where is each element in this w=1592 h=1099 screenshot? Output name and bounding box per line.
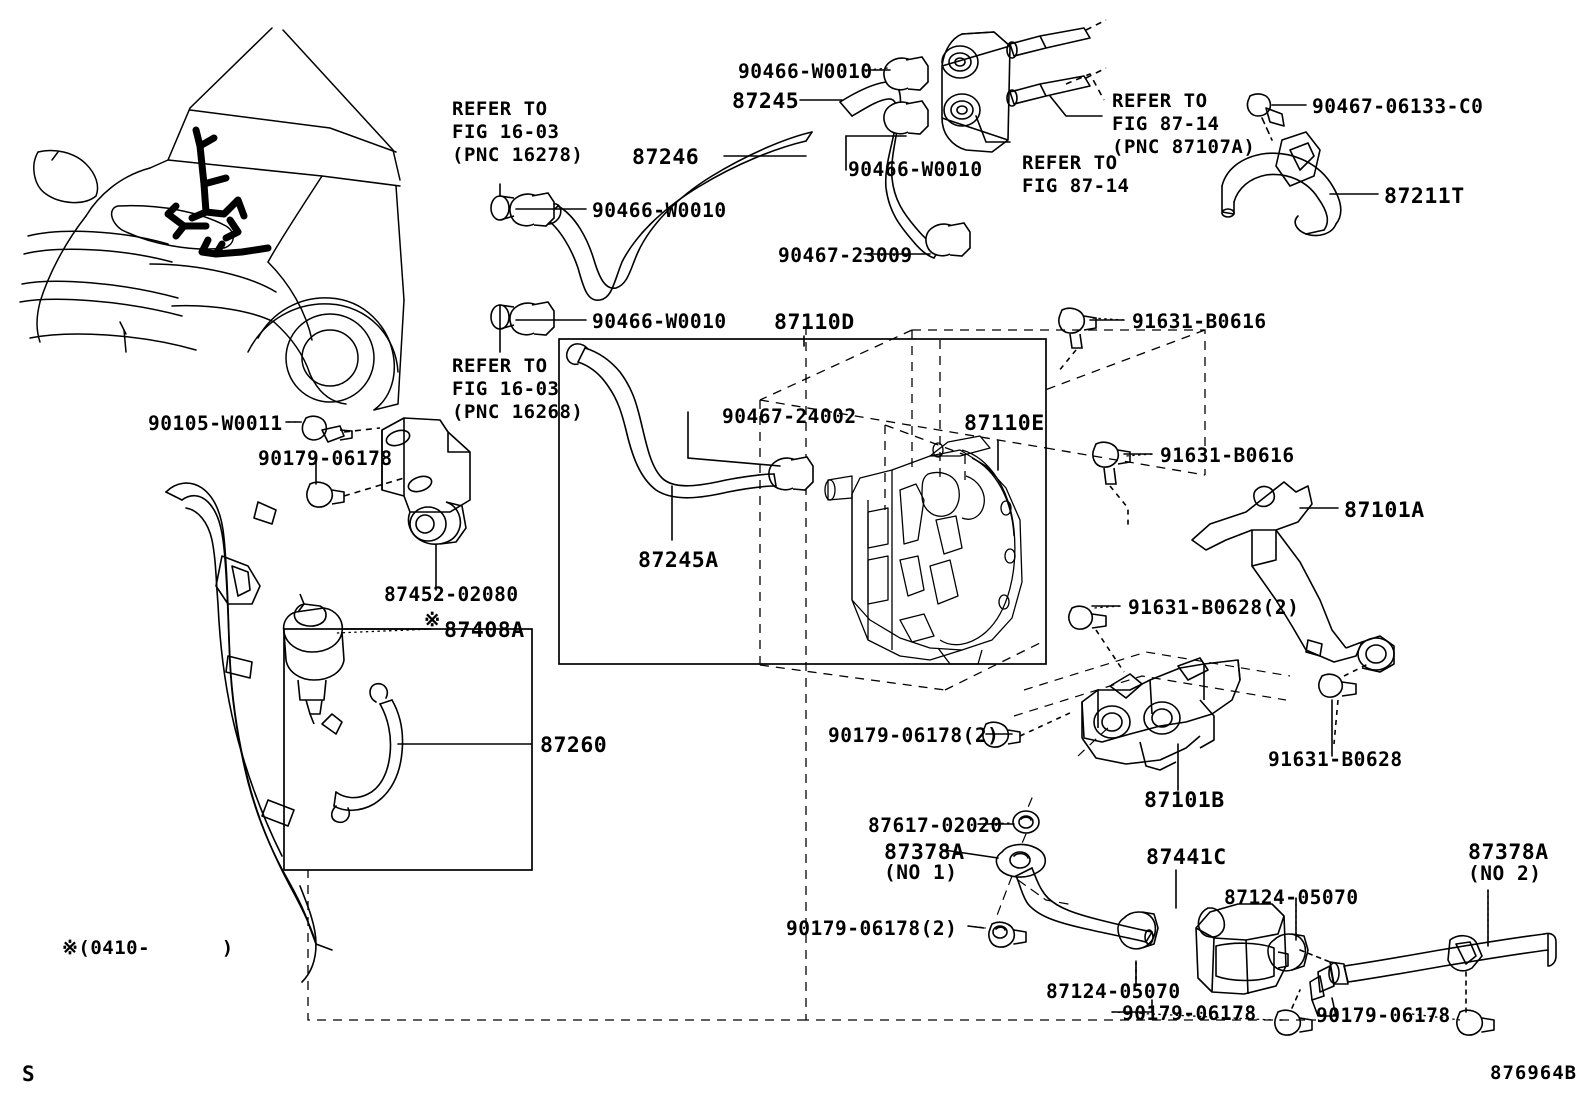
label-91631-b0616-top: 91631-B0616 <box>1132 310 1267 333</box>
pipe-87378a-no2 <box>1267 932 1557 1036</box>
label-91631-b0628-2: 91631-B0628(2) <box>1128 596 1300 619</box>
label-90179-06178-bl: 90179-06178 <box>1122 1002 1257 1025</box>
heater-unit-87110e <box>824 435 1023 665</box>
drawing-id: 876964B <box>1490 1062 1578 1084</box>
label-87110d: 87110D <box>774 310 855 335</box>
label-90466-w0010-left2: 90466-W0010 <box>592 310 727 333</box>
label-87124-05070-b: 87124-05070 <box>1046 980 1181 1003</box>
label-90179-06178-left: 90179-06178 <box>258 447 393 470</box>
label-87245: 87245 <box>732 89 800 114</box>
label-90466-w0010-top: 90466-W0010 <box>738 60 873 83</box>
pipe-assembly-left <box>165 482 333 983</box>
bracket-87101a <box>1191 481 1395 745</box>
hose-87211t-outline <box>1221 93 1342 237</box>
label-90466-w0010-left: 90466-W0010 <box>592 199 727 222</box>
corner-mark-s: S <box>22 1062 36 1086</box>
label-91631-b0616-mid: 91631-B0616 <box>1160 444 1295 467</box>
pipe-87378a-no1 <box>988 797 1154 948</box>
label-90466-w0010-mid: 90466-W0010 <box>848 158 983 181</box>
pump-87408a <box>282 593 345 725</box>
leader-lines <box>285 69 1489 1021</box>
label-87110e: 87110E <box>964 411 1045 436</box>
label-90467-24002: 90467-24002 <box>722 405 857 428</box>
label-90467-06133-c0: 90467-06133-C0 <box>1312 95 1484 118</box>
clamp-shape-group <box>509 56 971 491</box>
hose-87245a-outline <box>565 343 777 499</box>
label-90179-06178-br: 90179-06178 <box>1316 1004 1451 1027</box>
hose-87260-outline <box>321 682 404 824</box>
label-90105-w0011: 90105-W0011 <box>148 412 283 435</box>
label-87245a: 87245A <box>638 548 719 573</box>
label-87260: 87260 <box>540 733 608 758</box>
bolt-91631-b0616-group <box>1057 307 1131 528</box>
bracket-87101b <box>982 605 1291 771</box>
label-87408a: 87408A <box>444 618 525 643</box>
label-87617-02020: 87617-02020 <box>868 814 1003 837</box>
assembly-dashed-envelope <box>307 326 1316 1021</box>
label-87101b: 87101B <box>1144 788 1225 813</box>
label-87246: 87246 <box>632 145 700 170</box>
label-asterisk-87408a: ※ <box>424 608 441 631</box>
group-box-87110d <box>558 338 1047 665</box>
label-87378a-no1: 87378A <box>884 840 965 865</box>
dotted-leader-lines <box>288 67 1489 1021</box>
label-90179-06178-2b: 90179-06178(2) <box>786 917 958 940</box>
bracket-87452-02080 <box>301 415 471 545</box>
label-refer-fig16-03-16268: REFER TO FIG 16-03 (PNC 16268) <box>452 355 584 424</box>
label-90467-23009: 90467-23009 <box>778 244 913 267</box>
label-87452-02080: 87452-02080 <box>384 583 519 606</box>
label-87211t: 87211T <box>1384 184 1465 209</box>
group-box-87260 <box>283 628 533 871</box>
footnote-date-range: ※(0410- ) <box>62 937 234 959</box>
label-refer-fig87-14-87107a: REFER TO FIG 87-14 (PNC 87107A) <box>1112 90 1256 159</box>
label-91631-b0628: 91631-B0628 <box>1268 748 1403 771</box>
label-refer-fig16-03-16278: REFER TO FIG 16-03 (PNC 16278) <box>452 98 584 167</box>
label-87101a: 87101A <box>1344 498 1425 523</box>
label-87441c: 87441C <box>1146 845 1227 870</box>
label-87124-05070-a: 87124-05070 <box>1224 886 1359 909</box>
label-87378a-no2-sub: (NO 2) <box>1468 862 1542 885</box>
heat-exchanger-block <box>941 19 1107 153</box>
label-87378a-no1-sub: (NO 1) <box>884 861 958 884</box>
label-87378a-no2: 87378A <box>1468 840 1549 865</box>
tank-87441c <box>1117 903 1289 995</box>
label-refer-fig87-14: REFER TO FIG 87-14 <box>1022 152 1130 198</box>
label-90179-06178-2a: 90179-06178(2) <box>828 724 1000 747</box>
